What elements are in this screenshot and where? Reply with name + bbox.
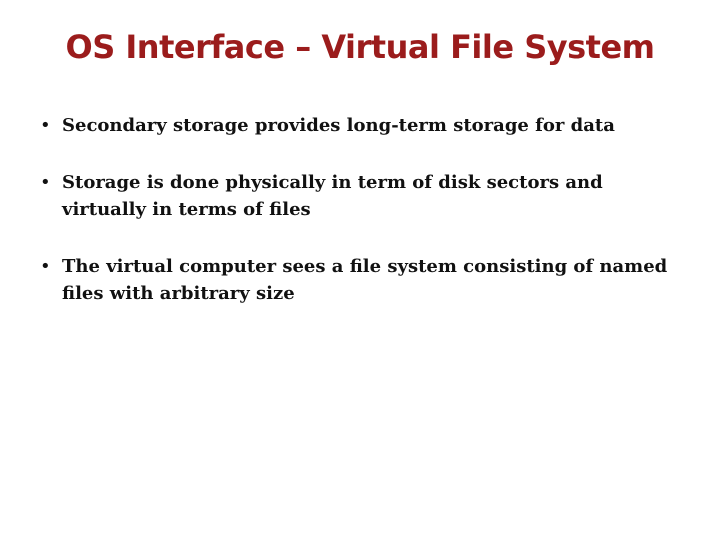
bullet-icon: • — [40, 115, 51, 136]
slide-title: OS Interface – Virtual File System — [65, 28, 656, 66]
bullet-list: • Secondary storage provides long-term s… — [36, 112, 686, 337]
bullet-item-secondary-storage: • Secondary storage provides long-term s… — [36, 112, 686, 139]
bullet-icon: • — [40, 256, 51, 277]
bullet-item-virtual-computer: • The virtual computer sees a file syste… — [36, 253, 686, 307]
bullet-text: The virtual computer sees a file system … — [62, 256, 668, 304]
bullet-text: Storage is done physically in term of di… — [62, 172, 603, 220]
bullet-text: Secondary storage provides long-term sto… — [62, 115, 615, 136]
bullet-icon: • — [40, 172, 51, 193]
bullet-item-storage-physical-virtual: • Storage is done physically in term of … — [36, 169, 686, 223]
